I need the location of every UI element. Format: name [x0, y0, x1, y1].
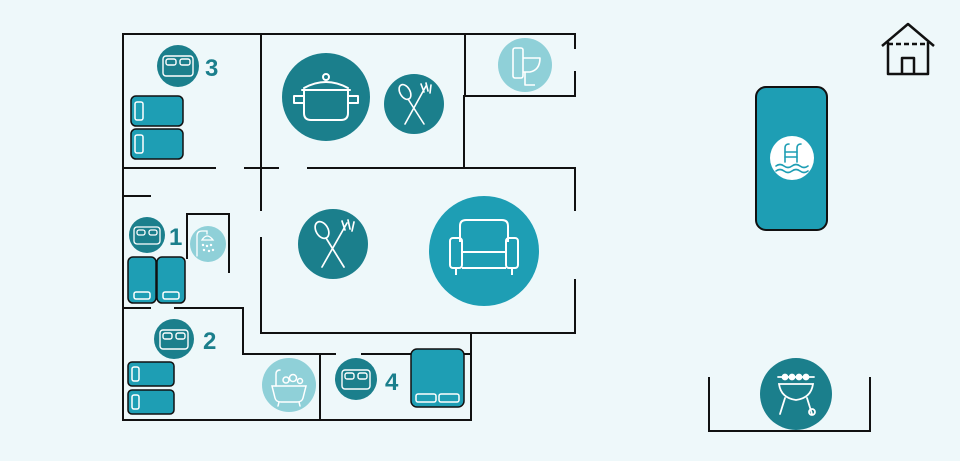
shower-icon: [196, 230, 215, 257]
house-outline-icon: [881, 22, 935, 76]
bathtub-icon: [271, 369, 307, 407]
barbecue-area: [760, 358, 832, 430]
double-bed-icon: [341, 369, 371, 390]
sofa-icon: [449, 219, 519, 275]
dining-area: [298, 209, 368, 279]
single-bed-icon: [130, 95, 184, 160]
room-3: 3: [130, 45, 218, 160]
room-number-2: 2: [203, 328, 216, 355]
double-bed-icon: [159, 329, 189, 350]
barbecue-grill-icon: [777, 373, 816, 416]
double-bed-icon: [133, 226, 161, 245]
single-bed-icon: [127, 361, 175, 415]
kitchen-cutlery: [384, 74, 444, 134]
double-bed-icon: [410, 348, 465, 408]
kitchen-pot: [282, 53, 370, 141]
shower-room: [190, 226, 226, 262]
cutlery-icon: [398, 82, 432, 125]
bathtub-room: [262, 358, 316, 412]
double-bed-icon: [162, 55, 194, 77]
pool-ladder-icon: [775, 143, 809, 174]
room-4: 4: [335, 348, 465, 408]
room-1: 1: [127, 217, 186, 304]
cooking-pot-icon: [293, 73, 359, 121]
room-number-1: 1: [169, 224, 182, 251]
living-room: [429, 196, 539, 306]
room-number-4: 4: [385, 369, 399, 396]
pool: [755, 86, 828, 231]
room-number-3: 3: [205, 55, 218, 82]
single-bed-icon: [127, 256, 186, 304]
cutlery-icon: [314, 219, 355, 268]
toilet-icon: [512, 47, 541, 86]
room-2: 2: [127, 319, 216, 415]
toilet-room: [498, 38, 552, 92]
